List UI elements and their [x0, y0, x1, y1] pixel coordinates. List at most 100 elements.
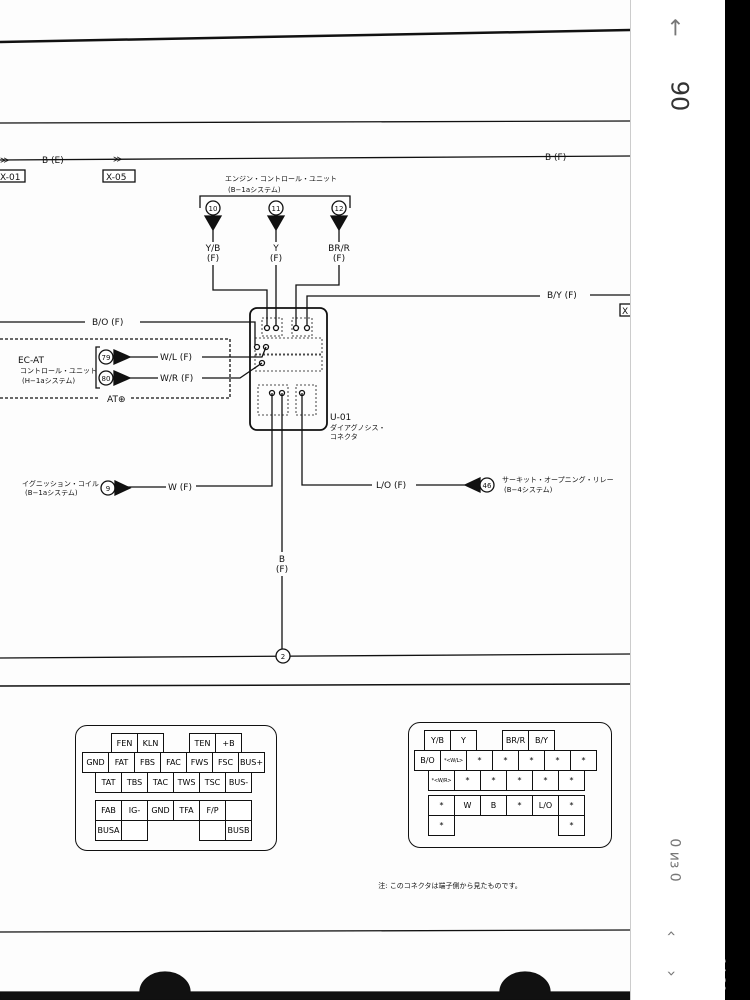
connector-terminal — [398, 730, 425, 751]
connector-terminal: TSC — [199, 772, 226, 793]
connector-row: B/O*<W/L>***** — [414, 750, 597, 771]
connector-terminal: BR/R — [502, 730, 529, 751]
connector-terminal — [454, 815, 481, 836]
scan-edge — [0, 28, 630, 44]
chevron-up-icon[interactable]: ‹ — [662, 930, 682, 937]
connector-terminal: KLN — [137, 733, 164, 754]
pin-number: 10 — [209, 205, 218, 213]
connector-label: X-01 — [0, 173, 20, 183]
connector-terminal — [163, 733, 190, 754]
clock: 14:39 — [713, 957, 728, 993]
connector-terminal: BUSA — [95, 820, 122, 841]
connector-terminal — [173, 820, 200, 841]
ign-label: イグニッション・コイル — [22, 479, 99, 488]
pin-number: 11 — [272, 205, 281, 213]
connector-id: U-01 — [330, 413, 351, 423]
ecat-sub: (H−1aシステム) — [22, 377, 75, 385]
connector-terminal: * — [480, 770, 507, 791]
connector-terminal: B/Y — [528, 730, 555, 751]
connector-terminal: * — [558, 770, 585, 791]
frame-line — [0, 120, 630, 124]
arrow-up-icon[interactable]: ← — [662, 18, 688, 37]
wire-label: W (F) — [168, 483, 192, 493]
connector-terminal: BUS+ — [238, 752, 265, 773]
wire-label: (F) — [270, 254, 282, 264]
connector-terminal: FAT — [108, 752, 135, 773]
connector-terminal: TBS — [121, 772, 148, 793]
connector-box — [0, 169, 26, 183]
connector-terminal — [476, 730, 503, 751]
wire-label: Y/B — [205, 244, 221, 254]
connector-terminal — [506, 815, 533, 836]
connector-terminal — [199, 820, 226, 841]
wire-label: B/Y (F) — [547, 291, 577, 301]
chevron-down-icon[interactable]: › — [662, 970, 682, 977]
connector-terminal: TFA — [173, 800, 200, 821]
document-page: B (E) B (F) ≫ ≫ X-01 X-05 エンジン・コントロール・ユニ… — [0, 28, 630, 1000]
connector-terminal: * — [506, 770, 533, 791]
connector-terminal: B/O — [414, 750, 441, 771]
page-counter: 0 из 0 — [666, 838, 683, 882]
pin-number: 2 — [281, 653, 285, 661]
wire-label: (F) — [276, 565, 288, 575]
connector-terminal — [480, 815, 507, 836]
ecu-label: エンジン・コントロール・ユニット — [225, 175, 337, 183]
ecat-label: EC-AT — [18, 356, 44, 366]
wire-label: (F) — [207, 254, 219, 264]
wire-label: Y — [272, 244, 279, 254]
connector-label: X-05 — [106, 173, 126, 183]
connector-terminal: IG- — [121, 800, 148, 821]
connector-terminal: * — [428, 795, 455, 816]
connector-terminal: FWS — [186, 752, 213, 773]
wiring-diagram: B (E) B (F) ≫ ≫ X-01 X-05 エンジン・コントロール・ユニ… — [0, 28, 630, 1000]
wire-label: W/R (F) — [160, 374, 193, 384]
connector-terminal — [121, 820, 148, 841]
viewer-side-panel: ← 90 0 из 0 ‹ › — [630, 0, 726, 1000]
connector-terminal: B — [480, 795, 507, 816]
pin-number: 80 — [102, 375, 111, 383]
connector-terminal: +B — [215, 733, 242, 754]
connector-terminal: TWS — [173, 772, 200, 793]
relay-label: サーキット・オープニング・リレー — [502, 475, 614, 484]
battery-percent: 49% — [711, 898, 726, 926]
wire-label: (F) — [333, 254, 345, 264]
at-dashed-box — [0, 338, 231, 399]
connector-box — [102, 169, 136, 183]
connector-terminal: BUS- — [225, 772, 252, 793]
connector-terminal: * — [544, 750, 571, 771]
ecu-pins — [203, 200, 349, 232]
ecu-sub: (B−1aシステム) — [228, 186, 281, 194]
connector-name: ダイアグノシス・ — [330, 423, 386, 432]
connector-terminal: *<W/L> — [440, 750, 467, 771]
connector-terminal: * — [492, 750, 519, 771]
connector-terminal: BUSB — [225, 820, 252, 841]
connector-terminal: Y — [450, 730, 477, 751]
connector-terminal: TAT — [95, 772, 122, 793]
wire-label: B (E) — [42, 156, 64, 166]
connector-terminal: L/O — [532, 795, 559, 816]
connector-arrow-icon: ≫ — [0, 156, 9, 166]
connector-terminal — [225, 800, 252, 821]
wire-label: L/O (F) — [376, 481, 406, 491]
pin-number: 9 — [106, 485, 110, 493]
connector-arrow-icon: ≫ — [113, 155, 122, 165]
relay-sub: (B−4システム) — [504, 486, 553, 494]
pin-number: 12 — [335, 205, 344, 213]
connector-terminal: W — [454, 795, 481, 816]
ecat-sub: コントロール・ユニット — [20, 367, 97, 375]
wire-label: B/O (F) — [92, 318, 123, 328]
connector-terminal: * — [506, 795, 533, 816]
connector-terminal: TEN — [189, 733, 216, 754]
connector-terminal — [147, 820, 174, 841]
status-bar: 49% ≋ 14:39 — [711, 0, 750, 1000]
connector-row: ** — [428, 815, 585, 836]
connector-terminal: GND — [82, 752, 109, 773]
connector-terminal: * — [532, 770, 559, 791]
connector-terminal: FSC — [212, 752, 239, 773]
connector-note: 注: このコネクタは端子側から見たものです。 — [378, 881, 522, 890]
ign-sub: (B−1aシステム) — [25, 489, 78, 497]
